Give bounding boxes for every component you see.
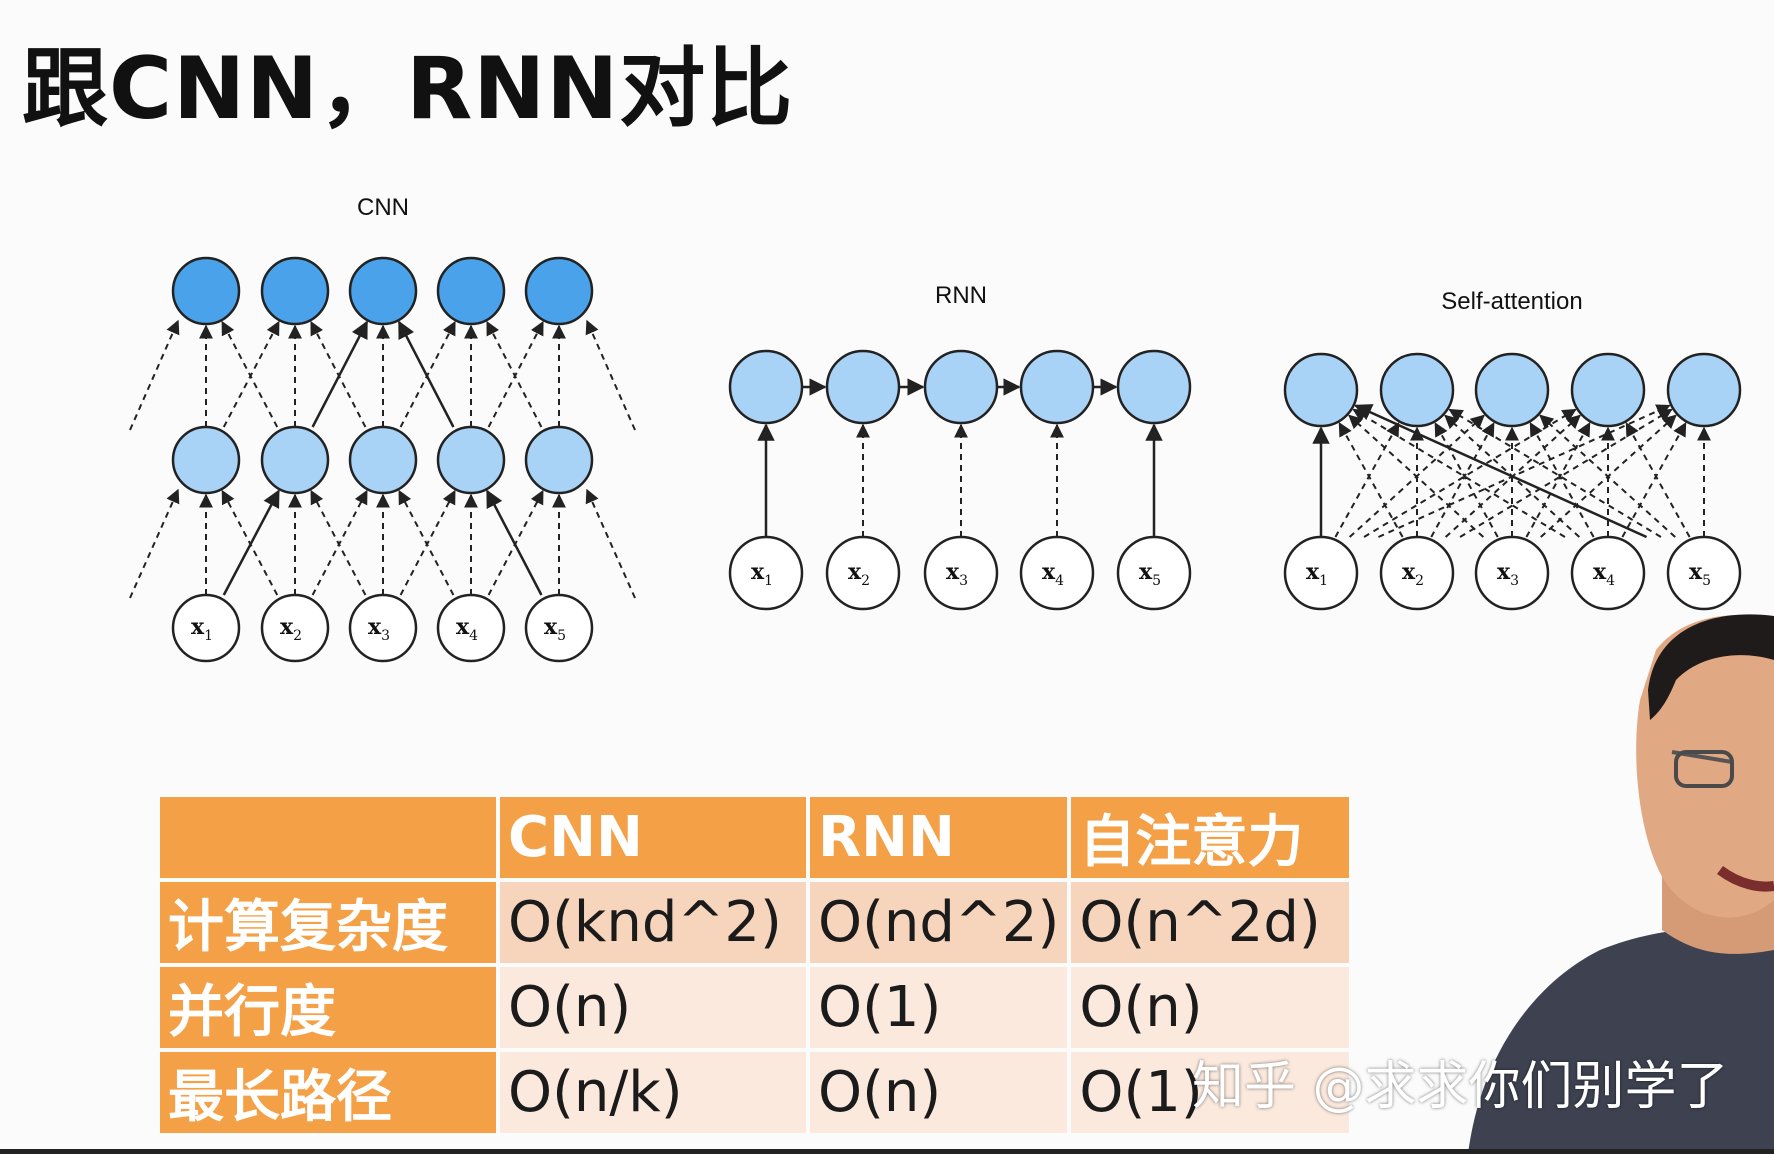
attention-output-node [1474, 352, 1550, 428]
conv-edge [487, 320, 544, 428]
conv-edge [399, 320, 456, 428]
input-node [1283, 535, 1359, 611]
conv-edge [398, 489, 455, 596]
conv-edge [487, 489, 544, 596]
conv-edge [221, 489, 279, 596]
table-header-row: CNN RNN 自注意力 [160, 797, 1350, 878]
row-label: 计算复杂度 [160, 882, 496, 963]
attention-edge [1352, 408, 1566, 538]
input-node [348, 593, 418, 663]
attention-edge [1363, 408, 1577, 538]
cell-cnn: O(n) [500, 967, 806, 1048]
conv-edge [486, 320, 543, 428]
cnn-output-node [171, 256, 241, 326]
conv-edge [222, 320, 280, 428]
receptive-path-edge [222, 489, 280, 596]
cnn-diagram-label: CNN [357, 194, 409, 221]
attention-edge [1459, 408, 1673, 538]
input-node [260, 593, 330, 663]
table-row-parallelism: 并行度 O(n) O(1) O(n) [160, 967, 1350, 1048]
conv-edge [399, 489, 456, 596]
comparison-table: CNN RNN 自注意力 计算复杂度 O(knd^2) O(nd^2) O(n^… [156, 793, 1353, 1137]
conv-edge [310, 489, 367, 596]
input-node [436, 593, 506, 663]
cnn-hidden-node [524, 425, 594, 495]
cell-cnn: O(n/k) [500, 1052, 806, 1133]
padding-edge [585, 319, 636, 431]
attention-edge [1378, 404, 1671, 538]
conv-edge [310, 320, 367, 428]
input-node [728, 535, 804, 611]
cell-rnn: O(1) [810, 967, 1068, 1048]
cnn-output-node [348, 256, 418, 326]
rnn-hidden-node [825, 349, 901, 425]
cell-self-attention: O(n) [1071, 967, 1350, 1048]
input-node [1570, 535, 1646, 611]
receptive-path-edge [486, 489, 543, 596]
glasses-icon [1674, 750, 1734, 788]
bottom-border [0, 1149, 1774, 1154]
cell-rnn: O(nd^2) [810, 882, 1068, 963]
cnn-output-node [524, 256, 594, 326]
rnn-hidden-node [1116, 349, 1192, 425]
rnn-hidden-node [1019, 349, 1095, 425]
input-node [1379, 535, 1455, 611]
receptive-path-edge [397, 320, 455, 428]
attention-edge [1448, 408, 1662, 538]
attention-edge [1348, 414, 1485, 538]
cnn-hidden-node [260, 425, 330, 495]
cnn-hidden-node [436, 425, 506, 495]
cell-self-attention: O(1) [1071, 1052, 1350, 1133]
padding-edge [129, 319, 180, 431]
input-node [171, 593, 241, 663]
table-header-self-attention: 自注意力 [1071, 797, 1350, 878]
cell-cnn: O(knd^2) [500, 882, 806, 963]
self-attention-diagram-label: Self-attention [1441, 288, 1582, 315]
cnn-output-node [436, 256, 506, 326]
table-header-cnn: CNN [500, 797, 806, 878]
rnn-hidden-node [728, 349, 804, 425]
input-node [1474, 535, 1550, 611]
table-header-corner [160, 797, 496, 878]
input-node [825, 535, 901, 611]
input-node [1666, 535, 1742, 611]
table-row-longest-path: 最长路径 O(n/k) O(n) O(1) [160, 1052, 1350, 1133]
input-node [923, 535, 999, 611]
table-row-computational-complexity: 计算复杂度 O(knd^2) O(nd^2) O(n^2d) [160, 882, 1350, 963]
cnn-output-node [260, 256, 330, 326]
conv-edge [311, 489, 368, 596]
rnn-hidden-node [923, 349, 999, 425]
attention-output-node [1666, 352, 1742, 428]
attention-output-node [1570, 352, 1646, 428]
cnn-hidden-node [171, 425, 241, 495]
watermark: 知乎 @求求你们别学了 [1192, 1057, 1729, 1117]
conv-edge [221, 320, 279, 428]
row-label: 并行度 [160, 967, 496, 1048]
rnn-diagram-label: RNN [935, 282, 987, 309]
receptive-path-edge [311, 320, 369, 428]
input-node [1116, 535, 1192, 611]
table-header-rnn: RNN [810, 797, 1068, 878]
attention-edge [1539, 414, 1676, 538]
cell-rnn: O(n) [810, 1052, 1068, 1133]
attention-output-node [1379, 352, 1455, 428]
attention-output-node [1283, 352, 1359, 428]
cell-self-attention: O(n^2d) [1071, 882, 1350, 963]
cnn-hidden-node [348, 425, 418, 495]
padding-edge [585, 488, 636, 599]
input-node [1019, 535, 1095, 611]
page-title: 跟CNN，RNN对比 [22, 39, 794, 139]
padding-edge [129, 488, 180, 599]
attention-path-edge [1354, 404, 1648, 539]
input-node [524, 593, 594, 663]
row-label: 最长路径 [160, 1052, 496, 1133]
